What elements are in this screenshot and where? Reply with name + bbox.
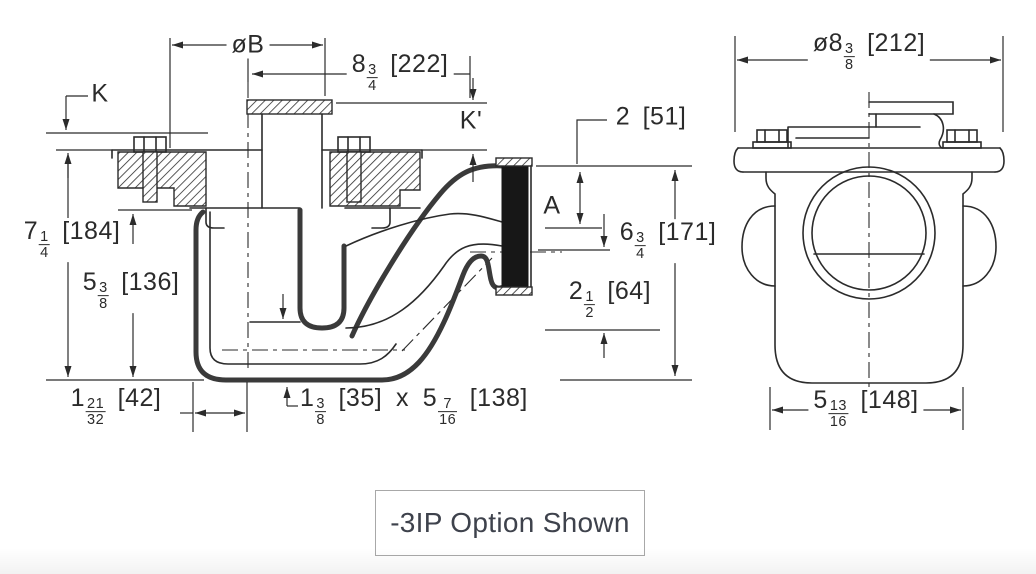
body-outline xyxy=(741,171,997,384)
left-clamp-ring xyxy=(117,151,207,207)
flange xyxy=(733,147,1005,173)
right-clamp-ring xyxy=(329,151,421,207)
caption-box: -3IP Option Shown xyxy=(375,490,645,556)
dim-a: A xyxy=(543,191,561,220)
trap-body-walls xyxy=(193,163,507,383)
dim-diameter-b: øB xyxy=(226,31,270,59)
section-view xyxy=(46,38,692,432)
dim-k-prime: K' xyxy=(459,106,483,135)
dimension-lines-left xyxy=(46,38,692,432)
waterway-lines xyxy=(209,211,503,365)
left-bolt xyxy=(133,136,167,203)
strainer-grate xyxy=(246,99,333,115)
outlet-bore xyxy=(802,166,936,300)
threaded-outlet xyxy=(495,157,533,296)
end-view xyxy=(733,36,1005,430)
right-bolt xyxy=(337,136,371,203)
flange-bolts xyxy=(752,129,982,149)
cover-plates xyxy=(787,101,954,149)
dim-k: K xyxy=(91,79,109,108)
caption-text: -3IP Option Shown xyxy=(390,507,630,538)
dim-thread-depth: 2[51] xyxy=(615,102,687,131)
